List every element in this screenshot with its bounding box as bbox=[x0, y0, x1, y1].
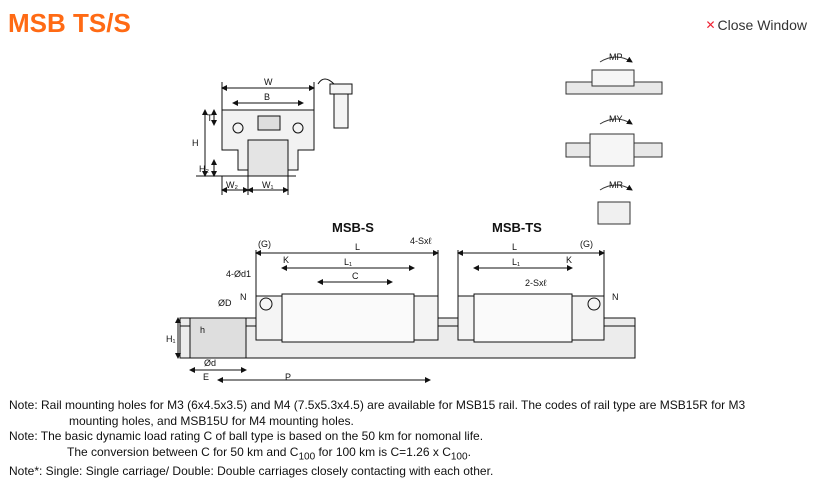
dim-c: C bbox=[352, 271, 359, 281]
dim-l1-right: L₁ bbox=[512, 257, 520, 267]
dim-h: H bbox=[192, 138, 199, 148]
dim-t: T bbox=[207, 113, 213, 123]
dim-sx-left: 4-Sxℓ bbox=[410, 236, 433, 246]
dim-n-left: N bbox=[240, 292, 247, 302]
cross-section-view bbox=[196, 78, 353, 195]
dim-p: P bbox=[285, 372, 291, 382]
dim-k-right: K bbox=[566, 255, 572, 265]
dim-od-bottom: Ød bbox=[204, 358, 216, 368]
dim-g-right: (G) bbox=[580, 239, 593, 249]
dim-k-left: K bbox=[283, 255, 289, 265]
dim-b: B bbox=[264, 92, 270, 102]
dim-d1: 4-Ød1 bbox=[226, 269, 251, 279]
model-msb-s: MSB-S bbox=[332, 220, 374, 235]
dim-l-right: L bbox=[512, 242, 517, 252]
x-icon: ✕ bbox=[705, 18, 716, 32]
dim-g-left: (G) bbox=[258, 239, 271, 249]
moment-my: MY bbox=[609, 114, 623, 124]
moment-mp: MP bbox=[609, 52, 623, 62]
page-title: MSB TS/S bbox=[8, 8, 131, 38]
dim-w2: W₂ bbox=[226, 180, 238, 190]
dim-h2: H₂ bbox=[199, 164, 209, 174]
model-msb-ts: MSB-TS bbox=[492, 220, 542, 235]
close-window-label: Close Window bbox=[717, 17, 807, 33]
close-window-button[interactable]: ✕ Close Window bbox=[705, 17, 807, 33]
notes-section: Note: Rail mounting holes for M3 (6x4.5x… bbox=[9, 398, 809, 480]
dim-sx-right: 2-Sxℓ bbox=[525, 278, 548, 288]
dim-h1: H₁ bbox=[166, 334, 176, 344]
dim-l-left: L bbox=[355, 242, 360, 252]
dim-w: W bbox=[264, 77, 273, 87]
note-conversion: The conversion between C for 50 km and C… bbox=[67, 444, 471, 462]
dim-l1-left: L₁ bbox=[344, 257, 352, 267]
dim-h: h bbox=[200, 325, 205, 335]
note-rail-holes: Note: Rail mounting holes for M3 (6x4.5x… bbox=[9, 398, 746, 412]
moment-mr: MR bbox=[609, 180, 623, 190]
dim-n-right: N bbox=[612, 292, 619, 302]
moment-diagrams bbox=[565, 56, 663, 225]
side-view bbox=[175, 250, 636, 383]
note-load-rating: Note: The basic dynamic load rating C of… bbox=[9, 429, 484, 443]
dim-od-top: ØD bbox=[218, 298, 232, 308]
note-single-double: Note*: Single: Single carriage/ Double: … bbox=[9, 464, 494, 479]
dim-e: E bbox=[203, 372, 209, 382]
note-rail-holes-cont: mounting holes, and MSB15U for M4 mounti… bbox=[69, 413, 354, 428]
dim-w1: W₁ bbox=[262, 180, 274, 190]
technical-drawing: W B T H H₂ W₂ W₁ MP MY MR MSB-S MSB-TS bbox=[166, 52, 663, 383]
